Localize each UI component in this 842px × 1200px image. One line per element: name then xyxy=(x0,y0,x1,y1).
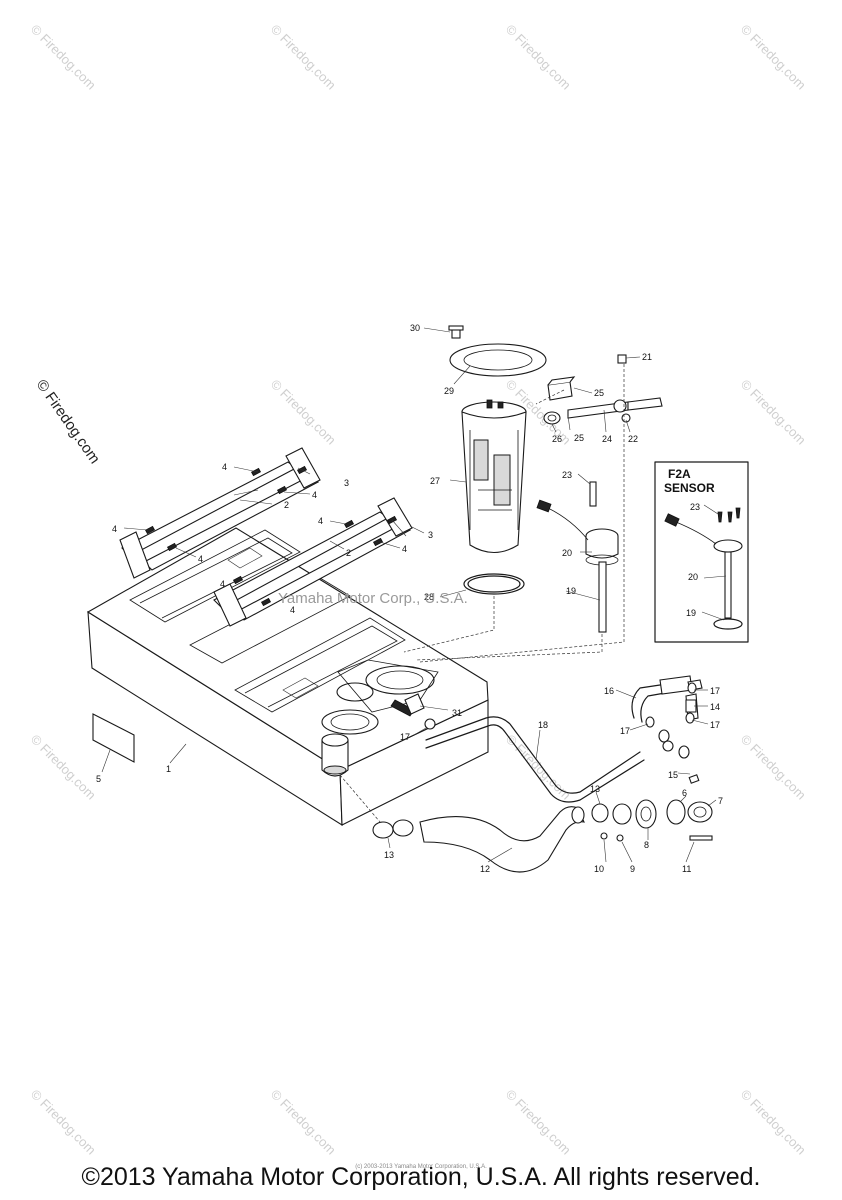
watermark-7: © Firedog.com xyxy=(738,377,809,448)
callout-13-right: 13 xyxy=(590,784,600,794)
callout-31: 31 xyxy=(452,708,462,718)
copyright-footer: ©2013 Yamaha Motor Corporation, U.S.A. A… xyxy=(81,1163,761,1191)
tank-strap-upper xyxy=(119,447,321,579)
callout-15: 15 xyxy=(668,770,678,780)
inset-title-line2: SENSOR xyxy=(664,481,715,495)
callout-11: 11 xyxy=(682,864,691,874)
watermark-1: © Firedog.com xyxy=(28,22,99,93)
callout-leader-lines xyxy=(101,327,727,863)
callout-21: 21 xyxy=(642,352,652,362)
callout-4-h: 4 xyxy=(290,605,295,615)
callout-4-d: 4 xyxy=(318,516,323,526)
callout-25-top: 25 xyxy=(594,388,604,398)
watermark-2: © Firedog.com xyxy=(268,22,339,93)
callout-4-e: 4 xyxy=(198,554,203,564)
watermark-15: © Firedog.com xyxy=(738,1087,809,1158)
callout-numbers: 30 21 29 25 26 25 24 22 27 23 20 19 28 4… xyxy=(96,323,723,874)
callout-5: 5 xyxy=(96,774,101,784)
callout-4-a: 4 xyxy=(222,462,227,472)
callout-10: 10 xyxy=(594,864,604,874)
tank-strap-lower xyxy=(213,497,413,627)
assembly-guide-lines xyxy=(339,364,625,823)
callout-4-b: 4 xyxy=(312,490,317,500)
callout-4-f: 4 xyxy=(402,544,407,554)
callout-12: 12 xyxy=(480,864,490,874)
callout-14: 14 xyxy=(710,702,720,712)
callout-17-b: 17 xyxy=(710,686,720,696)
inset-title-line1: F2A xyxy=(668,467,691,481)
callout-27: 27 xyxy=(430,476,440,486)
inset-callout-23: 23 xyxy=(690,502,700,512)
callout-19: 19 xyxy=(566,586,576,596)
callout-17-c: 17 xyxy=(710,720,720,730)
callout-22: 22 xyxy=(628,434,638,444)
fittings-and-clamps xyxy=(372,682,713,842)
callout-26: 26 xyxy=(552,434,562,444)
callout-4-g: 4 xyxy=(220,579,225,589)
warning-label-plate xyxy=(92,713,135,763)
callout-24: 24 xyxy=(602,434,612,444)
watermark-8: © Firedog.com xyxy=(28,732,99,803)
callout-8: 8 xyxy=(644,840,649,850)
callout-17-d: 17 xyxy=(620,726,630,736)
watermark-11: © Firedog.com xyxy=(738,732,809,803)
watermark-side: © Firedog.com xyxy=(33,377,103,468)
callout-17-a: 17 xyxy=(400,732,410,742)
callout-16: 16 xyxy=(604,686,614,696)
fuel-level-sender xyxy=(536,481,619,633)
callout-4-c: 4 xyxy=(112,524,117,534)
callout-23: 23 xyxy=(562,470,572,480)
callout-3-a: 3 xyxy=(344,478,349,488)
callout-13-left: 13 xyxy=(384,850,394,860)
fine-print: (c) 2003-2013 Yamaha Motor Corporation, … xyxy=(355,1164,487,1170)
callout-2-b: 2 xyxy=(346,548,351,558)
callout-1: 1 xyxy=(166,764,171,774)
callout-3-b: 3 xyxy=(428,530,433,540)
callout-18: 18 xyxy=(538,720,548,730)
fuel-line-assembly xyxy=(543,354,663,425)
callout-7: 7 xyxy=(718,796,723,806)
inset-callout-19: 19 xyxy=(686,608,696,618)
watermark-13: © Firedog.com xyxy=(268,1087,339,1158)
callout-30: 30 xyxy=(410,323,420,333)
watermark-12: © Firedog.com xyxy=(28,1087,99,1158)
f2a-sensor-inset: F2A SENSOR xyxy=(654,461,749,643)
callout-2-a: 2 xyxy=(284,500,289,510)
callout-9: 9 xyxy=(630,864,635,874)
fuel-pump-assembly xyxy=(448,325,547,595)
watermark-3: © Firedog.com xyxy=(503,22,574,93)
callout-20: 20 xyxy=(562,548,572,558)
callout-25-bottom: 25 xyxy=(574,433,584,443)
inset-callout-20: 20 xyxy=(688,572,698,582)
watermark-5: © Firedog.com xyxy=(268,377,339,448)
diagram-watermark: Yamaha Motor Corp., U.S.A. xyxy=(278,590,468,607)
callout-28: 28 xyxy=(424,592,434,602)
callout-29: 29 xyxy=(444,386,454,396)
watermark-14: © Firedog.com xyxy=(503,1087,574,1158)
watermark-4: © Firedog.com xyxy=(738,22,809,93)
callout-6: 6 xyxy=(682,788,687,798)
